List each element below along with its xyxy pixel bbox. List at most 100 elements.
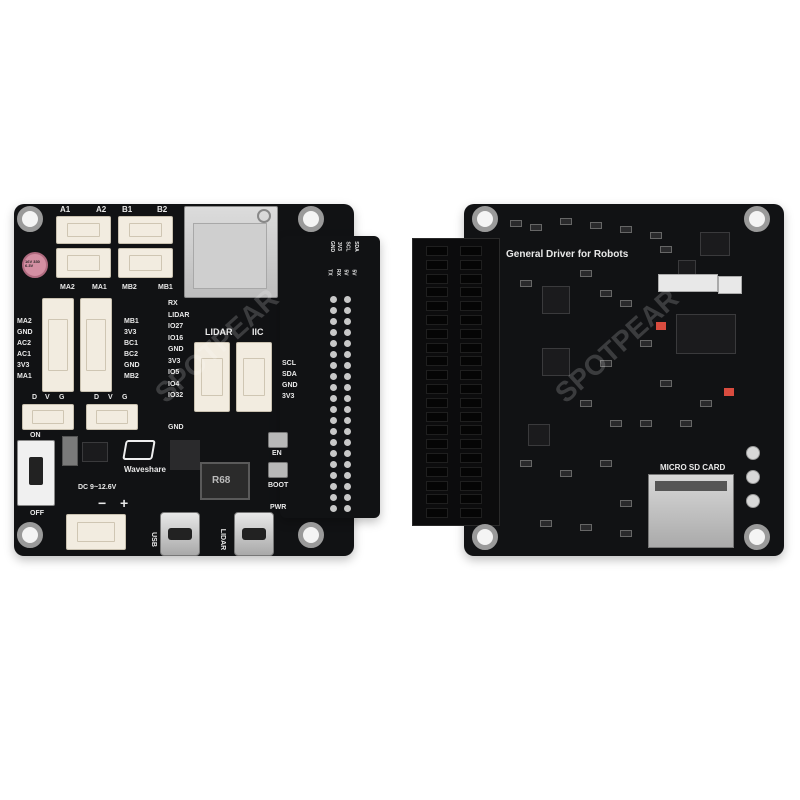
smd-part	[680, 420, 692, 427]
switch-on-label: ON	[30, 432, 41, 439]
header-socket	[426, 439, 448, 450]
chip-sot	[528, 424, 550, 446]
chip-qfn-1	[542, 286, 570, 314]
header-socket	[460, 397, 482, 408]
header-pin	[344, 296, 351, 303]
header-socket	[426, 328, 448, 339]
header-label-7: 5V	[350, 269, 357, 276]
smd-part	[580, 400, 592, 407]
left_board-right_pins-2: BC1	[124, 340, 139, 347]
dvg-right-v: V	[108, 394, 113, 401]
left_board-io_pins-0: RX	[168, 300, 178, 307]
smd-part	[580, 270, 592, 277]
left_board-left_pins-3: AC1	[17, 351, 32, 358]
header-pin	[344, 362, 351, 369]
led-red	[724, 388, 734, 396]
encoder-connector-left	[42, 298, 74, 392]
boot-button[interactable]	[268, 462, 288, 478]
smd-part	[610, 420, 622, 427]
header-pin	[330, 483, 337, 490]
header-pin	[344, 406, 351, 413]
brand-name: Waveshare	[124, 465, 166, 474]
sd-slot-opening	[655, 481, 727, 491]
header-label-1: 3V3	[335, 242, 342, 251]
header-pin	[344, 307, 351, 314]
lidar-port-label: LIDAR	[219, 528, 227, 551]
switch-off-label: OFF	[30, 510, 44, 517]
header-socket	[426, 397, 448, 408]
smd-part	[660, 246, 672, 253]
lidar-usb-c-port[interactable]	[234, 512, 274, 556]
fuse	[62, 436, 78, 466]
smd-part	[580, 524, 592, 531]
left_board-left_pins-0: MA2	[17, 318, 32, 325]
mounting-hole	[472, 524, 498, 550]
header-pin	[344, 439, 351, 446]
electrolytic-capacitor	[22, 252, 48, 278]
left_board-right_pins-4: GND	[124, 362, 140, 369]
header-socket	[460, 466, 482, 477]
header-pin	[344, 329, 351, 336]
motor-connector-mb	[118, 248, 173, 278]
white-component	[718, 276, 742, 294]
left_board-left_pins-2: AC2	[17, 340, 32, 347]
header-socket	[426, 246, 448, 256]
lidar-connector	[194, 342, 230, 412]
smd-part	[620, 530, 632, 537]
header-socket	[426, 287, 448, 298]
mounting-hole	[298, 522, 324, 548]
motor-connector-b	[118, 216, 173, 244]
header-pin	[330, 472, 337, 479]
en-button[interactable]	[268, 432, 288, 448]
micro-sd-slot[interactable]	[648, 474, 734, 548]
header-label-5: RX	[334, 269, 341, 276]
header-socket	[460, 246, 482, 256]
header-socket	[426, 466, 448, 477]
lidar-label: LIDAR	[205, 327, 233, 337]
smd-part	[650, 232, 662, 239]
header-socket	[426, 315, 448, 325]
power-ic	[82, 442, 108, 462]
left_board-io_pins-3: IO16	[168, 334, 184, 342]
header-pin	[344, 472, 351, 479]
servo-connector-right	[86, 404, 138, 430]
label-a2: A2	[96, 205, 107, 214]
dvg-right-g: G	[122, 394, 128, 401]
power-switch[interactable]	[17, 440, 55, 506]
boot-label: BOOT	[268, 482, 289, 489]
header-pin	[344, 351, 351, 358]
header-pin	[330, 373, 337, 380]
smd-part	[510, 220, 522, 227]
mounting-hole	[472, 206, 498, 232]
mounting-hole	[744, 206, 770, 232]
header-socket	[426, 259, 448, 270]
header-socket	[460, 453, 482, 463]
switch-slider[interactable]	[29, 457, 43, 485]
left_board-io_pins-7: IO4	[168, 380, 180, 388]
chip-small	[700, 232, 730, 256]
left_board-io_pins-2: IO27	[168, 323, 184, 330]
left_board-io_pins-5: 3V3	[168, 357, 181, 365]
label-ma2: MA2	[60, 284, 75, 291]
header-pin	[330, 318, 337, 325]
header-socket	[426, 508, 448, 519]
left_board-iic_pins-2: GND	[282, 382, 298, 389]
header-socket	[460, 384, 482, 394]
power-inductor	[200, 462, 250, 500]
usb-c-port[interactable]	[160, 512, 200, 556]
header-socket	[460, 480, 482, 491]
smd-part	[600, 360, 612, 367]
header-pin	[330, 406, 337, 413]
edge-pad	[746, 446, 760, 460]
header-socket	[460, 328, 482, 339]
smd-part	[520, 460, 532, 467]
left_board-right_pins-3: BC2	[124, 351, 139, 358]
header-pin	[330, 362, 337, 369]
header-pin	[344, 384, 351, 391]
servo-connector-left	[22, 404, 74, 430]
white-component	[658, 274, 718, 292]
left_board-left_pins-5: MA1	[17, 373, 32, 380]
header-socket	[426, 494, 448, 505]
header-pin	[330, 439, 337, 446]
board-title: General Driver for Robots	[506, 249, 629, 260]
